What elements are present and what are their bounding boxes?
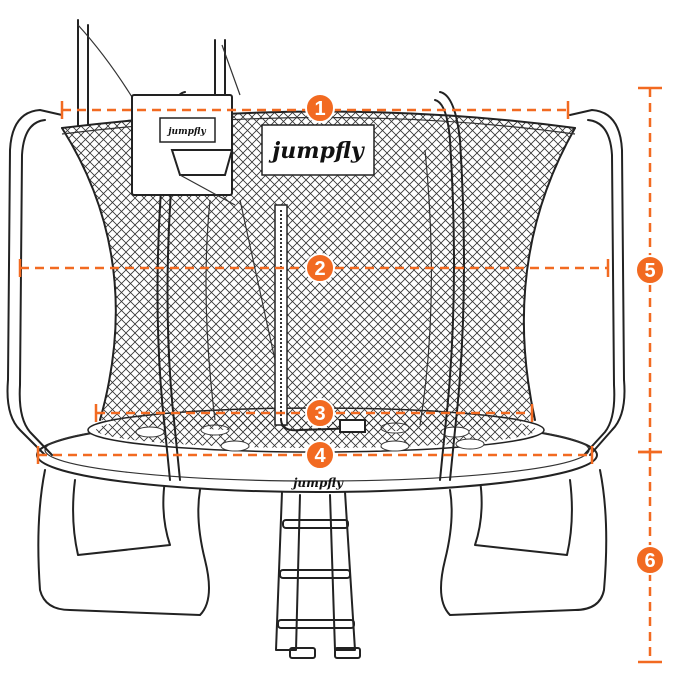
- dimension-2: 2: [18, 253, 610, 283]
- dimension-badge: [635, 255, 665, 285]
- dimension-5: 5: [635, 86, 665, 454]
- trampoline-legs: [37, 469, 608, 616]
- dimension-3: 3: [94, 398, 534, 428]
- net-logo: jumpfly: [268, 138, 366, 164]
- dimension-badge: [305, 253, 335, 283]
- hoop-rim: [170, 149, 234, 176]
- dimension-badge: [635, 545, 665, 575]
- front-left-leg: [37, 469, 210, 616]
- basket-logo: jumpfly: [166, 127, 206, 137]
- ladder: [275, 491, 361, 659]
- dimension-badge-label: 6: [644, 550, 655, 572]
- zipper-door: [239, 199, 366, 433]
- dimension-badge: [305, 398, 335, 428]
- dimension-badge: [305, 93, 335, 123]
- net-logo-banner: jumpfly: [261, 124, 375, 176]
- back-left-leg: [72, 479, 171, 556]
- dimension-6: 6: [635, 450, 665, 664]
- dimension-badge-label: 3: [314, 403, 325, 425]
- dimension-badge: [305, 440, 335, 470]
- front-right-leg: [440, 469, 608, 616]
- dimension-lines: 1 2 3 4 5 6: [18, 86, 665, 664]
- pad-logo: jumpfly: [291, 476, 344, 490]
- dimension-badge-label: 2: [314, 258, 325, 280]
- dimension-badge-label: 1: [314, 98, 325, 120]
- back-right-leg: [474, 479, 573, 556]
- dimension-1: 1: [60, 93, 570, 123]
- dimension-badge-label: 5: [644, 260, 655, 282]
- dimension-badge-label: 4: [314, 445, 326, 467]
- dimension-4: 4: [36, 440, 594, 470]
- basketball-hoop: jumpfly: [77, 19, 241, 206]
